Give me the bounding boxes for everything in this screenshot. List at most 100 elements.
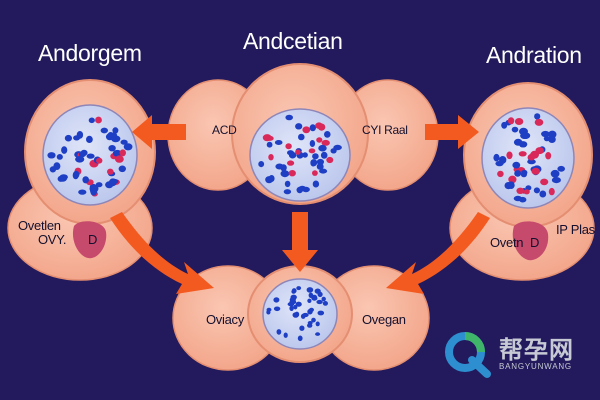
nucleus-dot bbox=[534, 118, 544, 126]
nucleus-dot bbox=[295, 123, 303, 130]
nucleus-dot bbox=[56, 154, 63, 160]
label-center-right: CYI Raal bbox=[362, 123, 408, 137]
nucleus-dot bbox=[47, 152, 56, 159]
nucleus-dot bbox=[73, 170, 80, 179]
nucleus-dot bbox=[288, 170, 296, 177]
left-pink-blob bbox=[72, 221, 107, 259]
nucleus-dot bbox=[321, 296, 326, 302]
nucleus-dot bbox=[312, 180, 320, 188]
nucleus-dot bbox=[311, 317, 316, 323]
nucleus-dot bbox=[307, 308, 313, 315]
arrow-center-to-left bbox=[132, 115, 186, 149]
nucleus-dot bbox=[89, 184, 99, 193]
right-nucleus-dots bbox=[493, 113, 565, 203]
label-right-2: D bbox=[530, 235, 540, 250]
nucleus-dot bbox=[78, 189, 87, 195]
nucleus-dot bbox=[548, 187, 555, 196]
nucleus-dot bbox=[96, 157, 103, 164]
nucleus-dot bbox=[112, 149, 122, 157]
nucleus-dot bbox=[322, 301, 328, 306]
arrow-center-to-right bbox=[425, 115, 479, 149]
nucleus-dot bbox=[57, 175, 64, 182]
nucleus-dot bbox=[315, 321, 320, 327]
label-center-left: ACD bbox=[212, 123, 237, 137]
q-logo-icon bbox=[445, 332, 491, 378]
nucleus-dot bbox=[262, 134, 272, 142]
nucleus-dot bbox=[283, 332, 288, 338]
nucleus-dot bbox=[285, 114, 294, 121]
nucleus-dot bbox=[280, 164, 287, 172]
arrow-right-to-bottom bbox=[386, 212, 490, 294]
nucleus-dot bbox=[268, 175, 275, 182]
nucleus-dot bbox=[527, 153, 536, 161]
nucleus-dot bbox=[315, 122, 323, 129]
nucleus-dot bbox=[298, 133, 305, 141]
center-nucleus-dots bbox=[258, 114, 342, 195]
nucleus-dot bbox=[108, 145, 116, 152]
nucleus-dot bbox=[258, 161, 265, 168]
nucleus-dot bbox=[100, 127, 109, 134]
nucleus-dot bbox=[291, 289, 296, 294]
nucleus-dot bbox=[527, 159, 536, 165]
nucleus-dot bbox=[309, 140, 316, 147]
nucleus-dot bbox=[548, 130, 557, 139]
nucleus-dot bbox=[551, 177, 561, 184]
nucleus-dot bbox=[280, 170, 290, 178]
label-top-right: Andration bbox=[486, 42, 582, 68]
label-top-center: Andcetian bbox=[243, 28, 343, 54]
nucleus-dot bbox=[533, 187, 541, 194]
nucleus-dot bbox=[266, 141, 273, 148]
nucleus-dot bbox=[107, 168, 114, 175]
nucleus-dot bbox=[276, 329, 282, 335]
arrow-left-to-bottom bbox=[110, 212, 214, 294]
nucleus-dot bbox=[284, 180, 291, 188]
label-right-3: IP Plas bbox=[556, 222, 595, 237]
nucleus-dot bbox=[119, 149, 127, 157]
nucleus-dot bbox=[501, 121, 508, 129]
nucleus-dot bbox=[283, 189, 292, 195]
nucleus-dot bbox=[289, 305, 294, 311]
nucleus-dot bbox=[518, 151, 527, 157]
nucleus-dot bbox=[299, 325, 305, 331]
nucleus-dot bbox=[302, 152, 308, 158]
watermark-latin: BANGYUNWANG bbox=[499, 362, 572, 371]
nucleus-dot bbox=[316, 299, 323, 305]
nucleus-dot bbox=[320, 151, 328, 159]
nucleus-dot bbox=[318, 144, 327, 152]
nucleus-dot bbox=[316, 163, 324, 170]
nucleus-dot bbox=[288, 151, 297, 159]
nucleus-dot bbox=[550, 169, 560, 178]
nucleus-dot bbox=[123, 143, 133, 151]
nucleus-dot bbox=[531, 167, 540, 175]
nucleus-dot bbox=[61, 146, 68, 154]
nucleus-dot bbox=[111, 132, 117, 138]
nucleus-dot bbox=[507, 117, 515, 125]
nucleus-dot bbox=[508, 175, 517, 184]
nucleus-dot bbox=[86, 153, 95, 159]
nucleus-dot bbox=[535, 147, 544, 155]
nucleus-dot bbox=[73, 135, 81, 141]
nucleus-dot bbox=[520, 132, 530, 139]
nucleus-dot bbox=[289, 297, 296, 303]
nucleus-dot bbox=[82, 176, 89, 184]
nucleus-dot bbox=[118, 165, 127, 173]
nucleus-dot bbox=[307, 298, 312, 303]
nucleus-dot bbox=[273, 306, 281, 312]
nucleus-dot bbox=[309, 124, 316, 132]
nucleus-dot bbox=[273, 297, 280, 303]
nucleus-dot bbox=[543, 135, 550, 142]
nucleus-dot bbox=[499, 156, 507, 164]
right-pink-blob bbox=[512, 221, 549, 261]
nucleus-dot bbox=[295, 301, 302, 307]
label-bottom-right: Ovegan bbox=[362, 312, 406, 327]
nucleus-dot bbox=[321, 139, 330, 146]
nucleus-dot bbox=[307, 321, 313, 325]
nucleus-dot bbox=[540, 178, 549, 186]
nucleus-dot bbox=[88, 117, 95, 124]
pink-blobs bbox=[72, 221, 549, 261]
nucleus-dot bbox=[75, 156, 85, 163]
nucleus-dot bbox=[296, 286, 302, 291]
nucleus-dot bbox=[306, 287, 314, 293]
